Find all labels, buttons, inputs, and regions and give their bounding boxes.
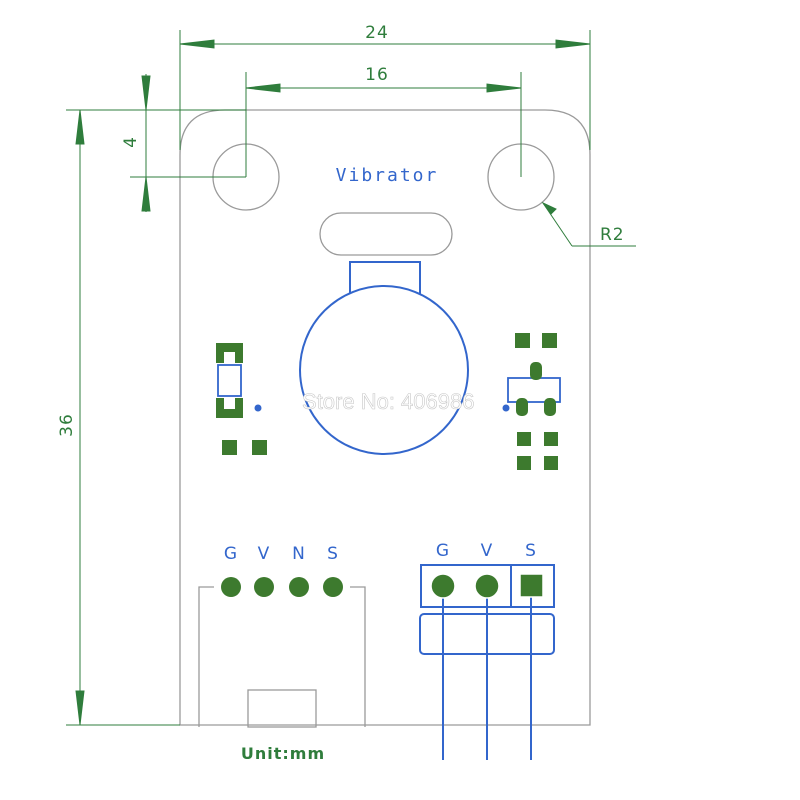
connector-right-pin-label: G [436,541,450,561]
slot-outline [319,212,453,256]
smd-component-right [502,333,561,470]
connector-right: G V S [419,541,555,760]
store-watermark: Store No: 406986 [302,389,474,414]
board-title: Vibrator [336,165,439,186]
vibration-motor [299,261,469,455]
dim-height: 36 [57,413,77,437]
dim-width-outer: 24 [365,23,389,43]
dim-width-holes: 16 [365,65,389,85]
connector-right-pin-label: S [525,541,537,561]
connector-left-pin-label: V [258,544,271,564]
dim-hole-offset: 4 [121,136,141,148]
connector-left-pin-label: G [224,544,238,564]
connector-left-pin-label: S [327,544,339,564]
connector-left-pin-label: N [292,544,306,564]
unit-label: Unit:mm [241,744,325,763]
dim-radius: R2 [600,225,625,245]
smd-component-left [216,343,267,455]
connector-left: G V N S [198,544,366,728]
dimension-lines [66,30,636,726]
connector-right-pin-label: V [481,541,494,561]
